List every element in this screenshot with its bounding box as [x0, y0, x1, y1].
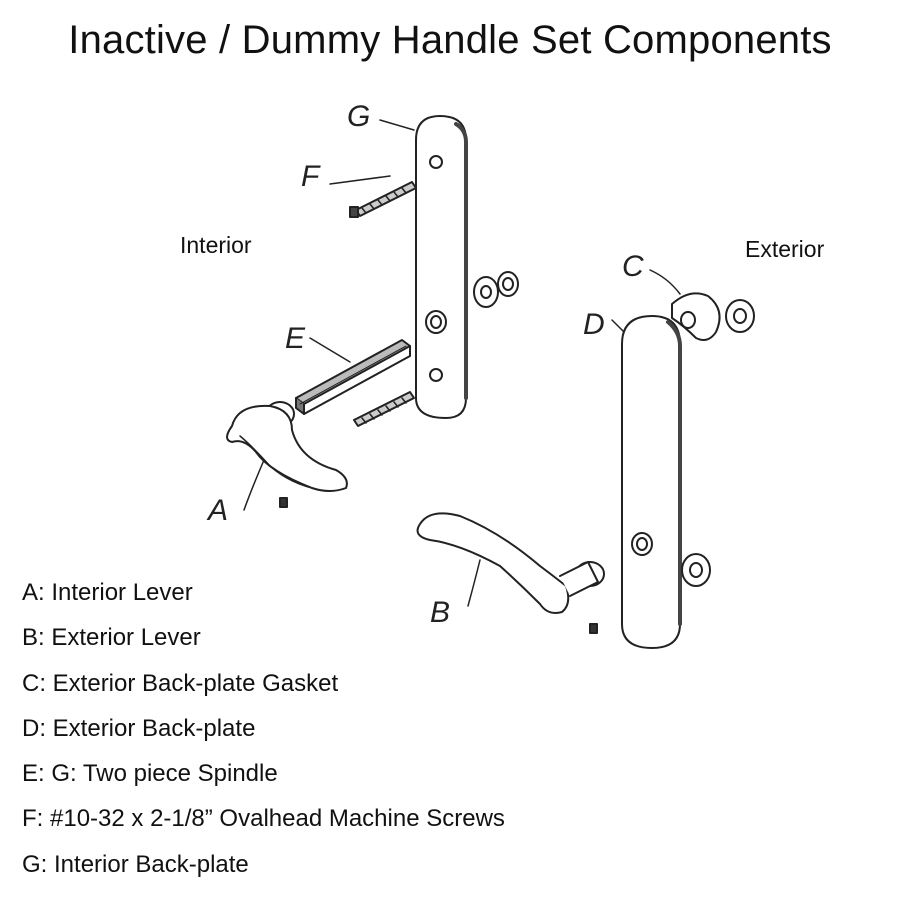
parts-legend: A: Interior Lever B: Exterior Lever C: E…: [22, 575, 505, 892]
leader-c: [649, 269, 681, 295]
callout-a: A: [208, 494, 229, 527]
legend-item-a: A: Interior Lever: [22, 579, 193, 606]
callout-g: G: [347, 100, 371, 133]
screw-bottom: [353, 391, 415, 427]
leader-e: [309, 337, 351, 363]
exterior-washer: [681, 553, 711, 587]
leader-f: [329, 175, 391, 185]
screw-top: [349, 181, 417, 218]
legend-item-e: E: G: Two piece Spindle: [22, 760, 278, 788]
callout-f: F: [301, 160, 320, 193]
exterior-side-label: Exterior: [745, 236, 825, 262]
leader-a: [243, 459, 265, 511]
washer-pair: [473, 271, 519, 308]
legend-item-c: C: Exterior Back-plate Gasket: [22, 669, 339, 697]
legend-item-b: B: Exterior Lever: [22, 624, 201, 652]
exterior-lever: [416, 512, 605, 634]
diagram-title: Inactive / Dummy Handle Set Components: [68, 18, 832, 62]
exterior-backplate: [621, 315, 682, 649]
legend-item-f: F: #10-32 x 2-1/8” Ovalhead Machine Scre…: [22, 805, 505, 833]
leader-b: [467, 559, 481, 607]
spindle: [295, 339, 411, 415]
backplate-gasket: [671, 292, 755, 341]
callout-c: C: [622, 250, 644, 283]
legend-item-g: G: Interior Back-plate: [22, 850, 249, 878]
callout-b: B: [430, 596, 451, 629]
leader-g: [379, 119, 415, 131]
interior-side-label: Interior: [180, 232, 252, 258]
legend-item-d: D: Exterior Back-plate: [22, 714, 256, 742]
callout-e: E: [285, 322, 306, 355]
leader-d: [611, 319, 625, 333]
interior-backplate: [415, 115, 468, 419]
callout-d: D: [583, 308, 605, 341]
interior-lever: [226, 401, 348, 508]
